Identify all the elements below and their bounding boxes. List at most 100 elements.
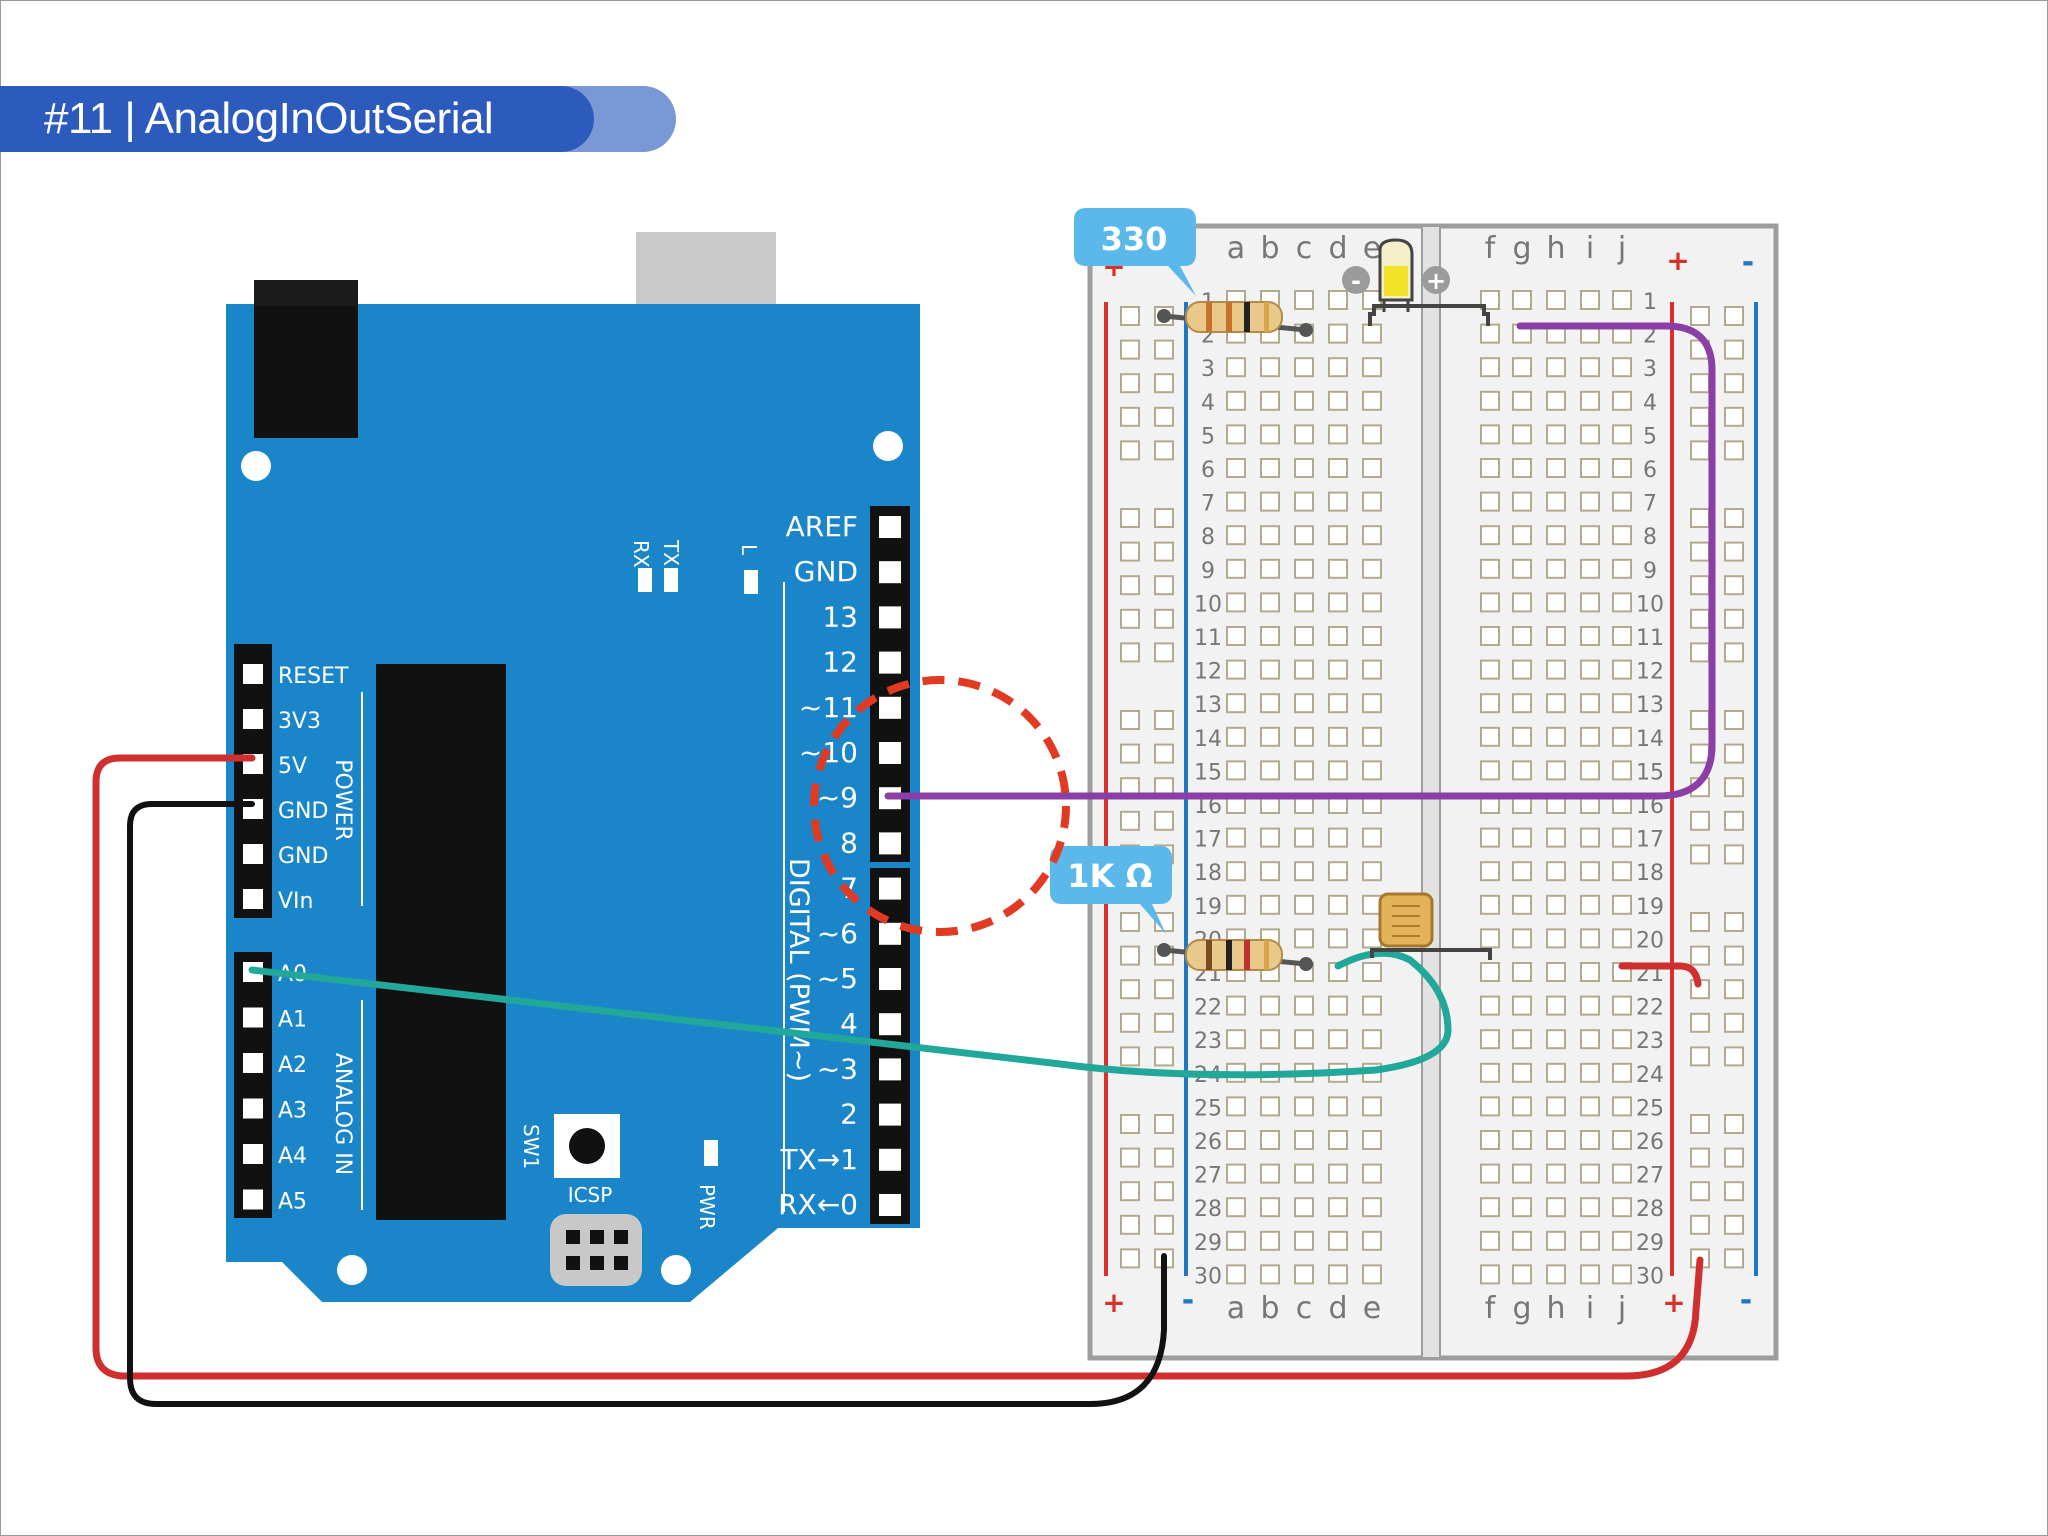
row-number-left: 14 (1194, 727, 1222, 752)
rail-hole (1120, 1248, 1140, 1269)
rail-plus-top-right: + (1666, 244, 1689, 277)
breadboard-hole (1328, 323, 1348, 344)
row-number-right: 11 (1636, 626, 1664, 651)
breadboard-hole (1612, 995, 1632, 1016)
breadboard-hole (1362, 962, 1382, 982)
breadboard-hole (1294, 928, 1314, 949)
breadboard-hole (1480, 861, 1500, 882)
breadboard-hole (1226, 1197, 1246, 1218)
power-pin-label: RESET (278, 664, 349, 689)
rail-hole (1120, 373, 1140, 394)
breadboard-hole (1580, 558, 1600, 579)
breadboard-hole (1612, 1230, 1632, 1251)
digital-pin (879, 1103, 901, 1126)
breadboard-hole (1612, 1029, 1632, 1050)
rail-hole (1154, 1046, 1174, 1067)
breadboard-hole (1580, 1163, 1600, 1184)
microcontroller-chip (376, 664, 506, 1220)
breadboard-hole (1362, 928, 1382, 949)
l-led (744, 570, 758, 594)
breadboard-hole (1480, 1029, 1500, 1050)
rail-hole (1724, 1012, 1744, 1033)
breadboard-hole (1546, 1029, 1566, 1050)
breadboard-hole (1546, 491, 1566, 512)
breadboard-hole (1260, 525, 1280, 546)
column-letter-top: g (1512, 231, 1531, 266)
breadboard-hole (1580, 1230, 1600, 1251)
wire-a0-teal (248, 949, 1452, 1079)
row-number-left: 17 (1194, 828, 1222, 853)
rx-led (638, 568, 652, 592)
rail-hole (1724, 608, 1744, 629)
breadboard-hole (1580, 693, 1600, 714)
breadboard-hole (1260, 1096, 1280, 1117)
pwr-led-label: PWR (695, 1184, 719, 1230)
row-number-right: 7 (1643, 492, 1657, 517)
breadboard-hole (1226, 1029, 1246, 1050)
breadboard-hole (1546, 1062, 1566, 1083)
breadboard-hole (1480, 1130, 1500, 1150)
breadboard-hole (1328, 1163, 1348, 1184)
analog-pin (243, 1098, 263, 1119)
mounting-hole (873, 431, 903, 461)
column-letter-bottom: f (1485, 1291, 1497, 1326)
breadboard-hole (1612, 1197, 1632, 1218)
rail-hole (1724, 1147, 1744, 1168)
rail-hole (1724, 306, 1744, 326)
power-pin-label: 3V3 (278, 709, 321, 734)
breadboard-hole (1546, 357, 1566, 378)
breadboard-hole (1480, 1230, 1500, 1251)
breadboard-hole (1580, 760, 1600, 781)
breadboard-hole (1328, 1130, 1348, 1150)
row-number-left: 4 (1201, 391, 1215, 416)
digital-pin-label: ~6 (817, 917, 858, 950)
breadboard-hole (1546, 290, 1566, 310)
rail-hole (1690, 541, 1710, 562)
rail-minus-bottom-right: - (1740, 1283, 1752, 1318)
icsp-pin (566, 1256, 580, 1270)
column-letter-top: d (1328, 231, 1347, 266)
rail-hole (1724, 508, 1744, 528)
digital-pin-label: 4 (840, 1007, 858, 1040)
breadboard-hole (1512, 290, 1532, 310)
wire-gnd-black (127, 801, 1167, 1407)
power-pin-label: GND (278, 799, 328, 824)
breadboard-hole (1480, 827, 1500, 848)
breadboard-hole (1480, 357, 1500, 378)
breadboard-hole (1294, 558, 1314, 579)
breadboard-hole (1512, 491, 1532, 512)
analog-pin-label: A4 (278, 1144, 307, 1169)
icsp-pin (614, 1256, 628, 1270)
rail-hole (1120, 339, 1140, 360)
breadboard-hole (1328, 928, 1348, 949)
breadboard-hole (1362, 626, 1382, 646)
breadboard-hole (1260, 693, 1280, 714)
led-minus-badge (1342, 266, 1370, 294)
breadboard-hole (1580, 626, 1600, 646)
row-number-right: 12 (1636, 660, 1664, 685)
breadboard-hole (1480, 491, 1500, 512)
digital-pin (879, 1058, 901, 1081)
row-number-left: 3 (1201, 357, 1215, 382)
breadboard-hole (1580, 1029, 1600, 1050)
tx-led-label: TX (659, 539, 683, 566)
breadboard-hole (1546, 894, 1566, 915)
callout-330: 330 (1074, 208, 1196, 296)
breadboard-hole (1294, 357, 1314, 378)
breadboard-hole (1294, 1264, 1314, 1285)
rail-hole (1120, 608, 1140, 629)
breadboard-hole (1512, 1130, 1532, 1150)
breadboard-hole (1294, 693, 1314, 714)
breadboard-hole (1294, 390, 1314, 411)
breadboard-hole (1260, 592, 1280, 613)
row-number-left: 27 (1194, 1164, 1222, 1189)
rail-hole (1724, 1046, 1744, 1067)
breadboard-hole (1294, 1029, 1314, 1050)
icsp-label: ICSP (568, 1183, 613, 1207)
breadboard-hole (1546, 827, 1566, 848)
rail-hole (1724, 406, 1744, 427)
digital-pin-label: 13 (822, 600, 858, 633)
breadboard-hole (1612, 458, 1632, 478)
rail-hole (1724, 912, 1744, 932)
